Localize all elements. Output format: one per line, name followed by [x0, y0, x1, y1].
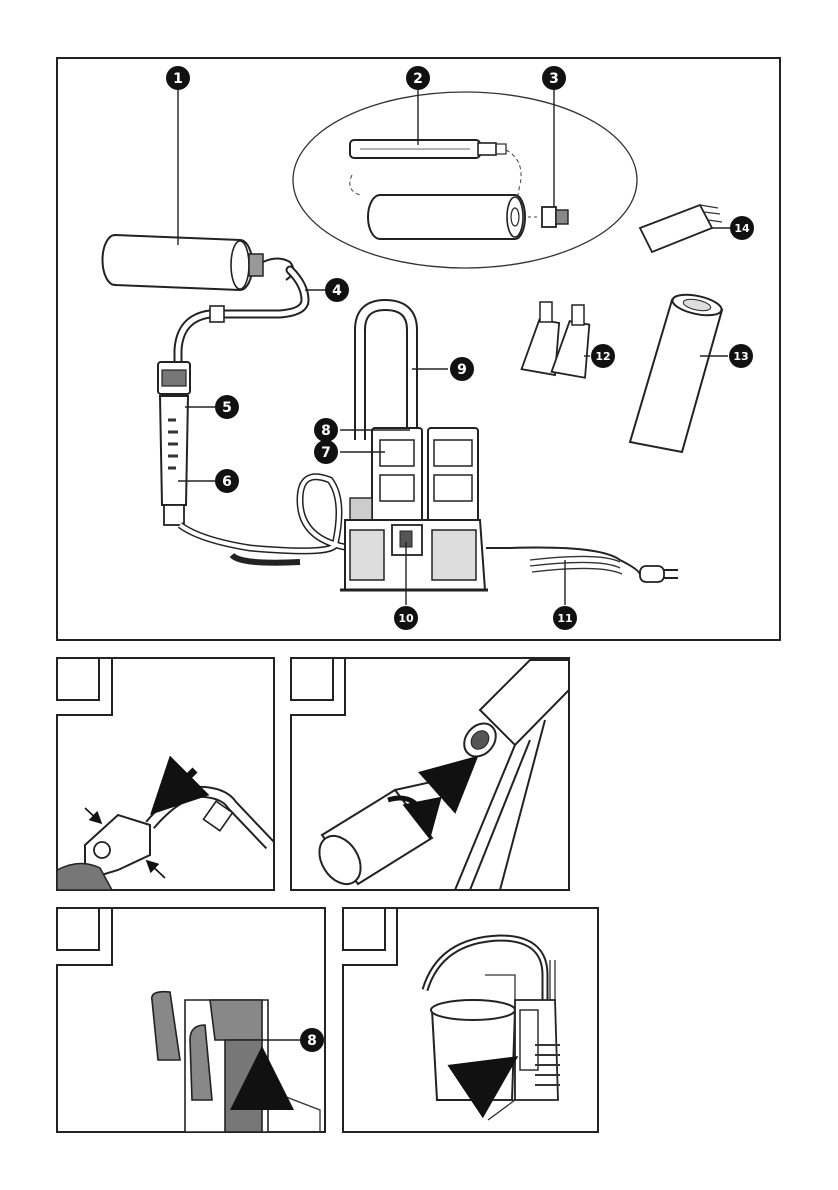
- step-panel-c: 8: [57, 908, 325, 1132]
- roller-sleeve-illustration: [368, 195, 525, 239]
- callout-10: 10: [394, 606, 418, 630]
- handle-illustration: [158, 362, 190, 525]
- step-panel-b: [291, 658, 569, 892]
- step-c-callout: 8: [300, 1028, 324, 1052]
- svg-text:9: 9: [457, 362, 467, 378]
- svg-text:13: 13: [733, 350, 748, 363]
- svg-text:11: 11: [557, 612, 572, 625]
- callout-5: 5: [215, 395, 239, 419]
- callout-6: 6: [215, 469, 239, 493]
- step-panel-a: [57, 658, 274, 890]
- svg-text:12: 12: [595, 350, 610, 363]
- callout-3: 3: [542, 66, 566, 90]
- callout-14: 14: [730, 216, 754, 240]
- svg-text:5: 5: [222, 400, 232, 416]
- svg-text:8: 8: [307, 1033, 317, 1049]
- callout-9: 9: [450, 357, 474, 381]
- step-panel-d: [343, 908, 598, 1132]
- svg-text:10: 10: [398, 612, 414, 625]
- svg-text:4: 4: [332, 283, 342, 299]
- callout-7: 7: [314, 440, 338, 464]
- callout-2: 2: [406, 66, 430, 90]
- svg-text:2: 2: [413, 71, 423, 87]
- callout-1: 1: [166, 66, 190, 90]
- callout-13: 13: [729, 344, 753, 368]
- callout-8: 8: [314, 418, 338, 442]
- svg-text:7: 7: [321, 445, 331, 461]
- callout-11: 11: [553, 606, 577, 630]
- svg-text:8: 8: [321, 423, 331, 439]
- svg-text:3: 3: [549, 71, 559, 87]
- svg-text:1: 1: [173, 71, 183, 87]
- svg-text:14: 14: [734, 222, 750, 235]
- callout-4: 4: [325, 278, 349, 302]
- svg-text:6: 6: [222, 474, 232, 490]
- callout-12: 12: [591, 344, 615, 368]
